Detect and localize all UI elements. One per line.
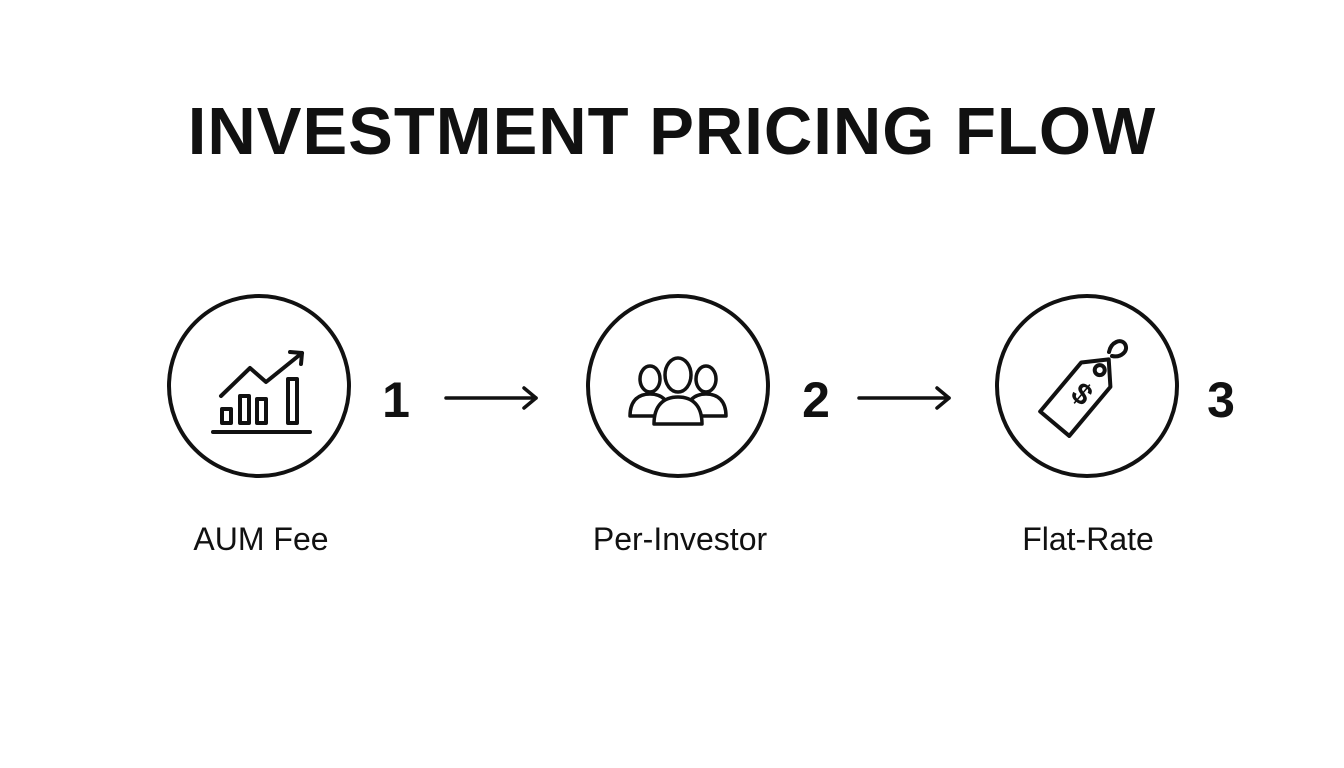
step-2-number: 2 [802, 372, 830, 428]
people-group-icon [628, 356, 728, 426]
step-1-label: AUM Fee [193, 521, 329, 557]
step-3-label: Flat-Rate [1022, 521, 1154, 557]
step-1-circle [167, 294, 351, 478]
growth-chart-icon [211, 350, 312, 434]
diagram-title: INVESTMENT PRICING FLOW [187, 94, 1157, 169]
step-2-label: Per-Investor [592, 521, 768, 557]
step-3-number: 3 [1207, 372, 1235, 428]
price-tag-icon: $ [1038, 339, 1128, 438]
arrow-right-icon [444, 386, 538, 410]
step-1-number: 1 [382, 372, 410, 428]
step-2-circle [586, 294, 770, 478]
step-3-circle: $ [995, 294, 1179, 478]
arrow-right-icon [857, 386, 951, 410]
